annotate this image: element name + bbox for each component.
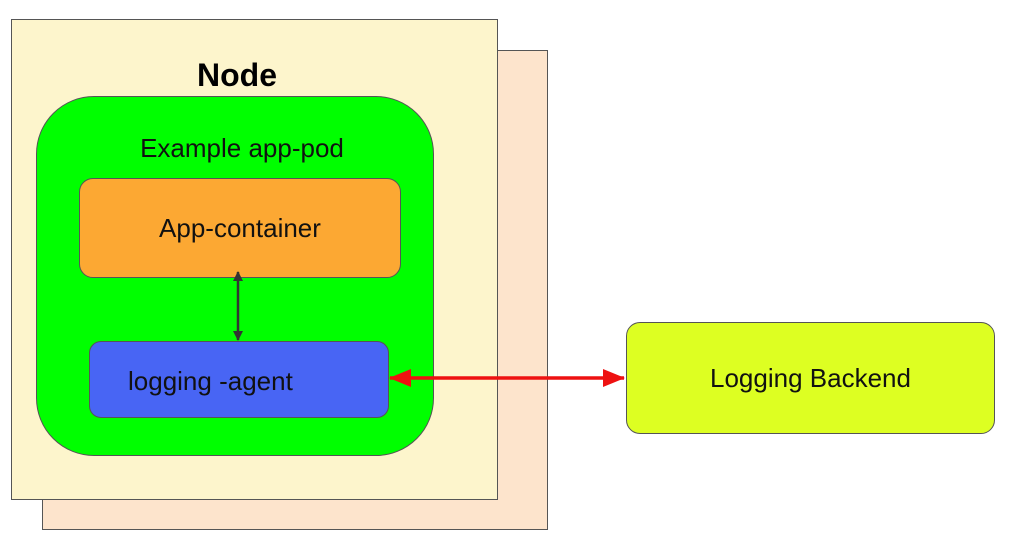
logging-backend-label: Logging Backend	[710, 362, 911, 393]
node-title: Node	[197, 57, 277, 93]
app-container-label: App-container	[159, 212, 321, 243]
app-container-box: App-container	[79, 178, 401, 278]
logging-agent-box: logging -agent	[89, 341, 389, 418]
logging-backend-box: Logging Backend	[626, 322, 995, 434]
logging-agent-label: logging -agent	[128, 366, 293, 396]
app-pod-label: Example app-pod	[140, 133, 344, 163]
